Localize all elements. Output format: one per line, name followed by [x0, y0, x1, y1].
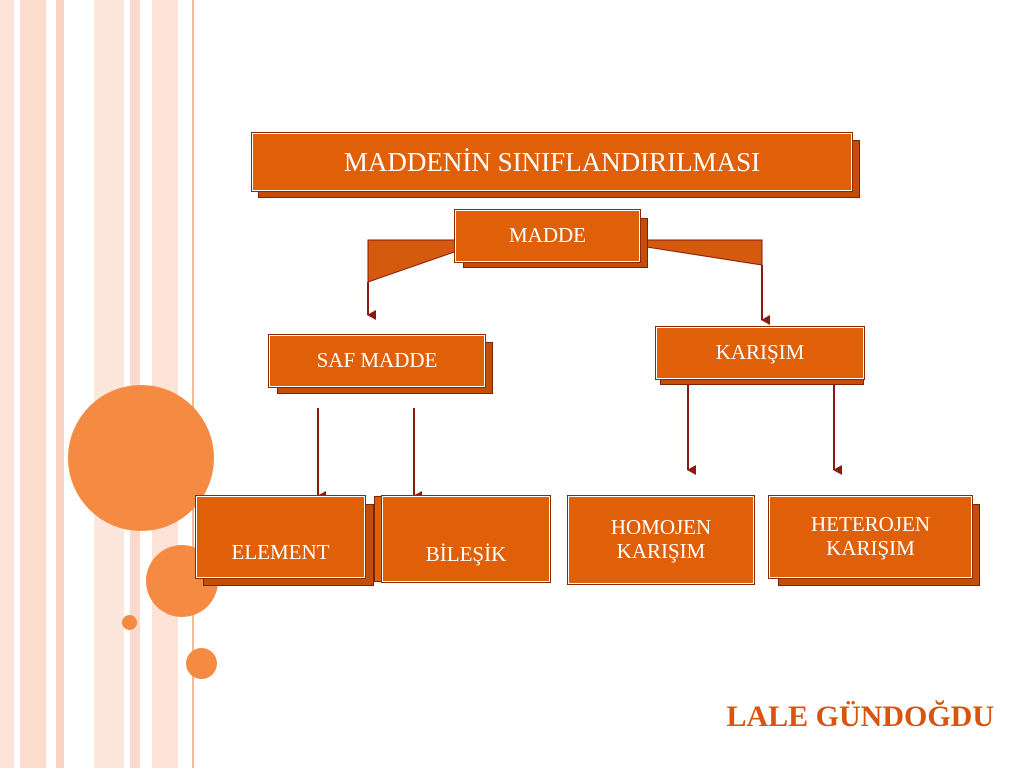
- node-homojen-karisim: HOMOJEN KARIŞIM: [567, 495, 755, 585]
- node-heterojen-karisim: HETEROJEN KARIŞIM: [768, 495, 973, 579]
- connector-root-right: [639, 239, 763, 266]
- connector-root-left: [367, 239, 461, 283]
- decor-stripe-3: [56, 0, 64, 768]
- author-name: LALE GÜNDOĞDU: [726, 700, 994, 733]
- node-element: ELEMENT: [195, 495, 366, 579]
- decor-stripe-4: [94, 0, 124, 768]
- diagram-title-box: MADDENİN SINIFLANDIRILMASI: [251, 132, 853, 192]
- node-saf-madde: SAF MADDE: [268, 334, 486, 388]
- node-karisim: KARIŞIM: [655, 326, 865, 380]
- node-bilesik: BİLEŞİK: [381, 495, 551, 583]
- root-node-madde: MADDE: [454, 209, 641, 263]
- decor-circle-small: [186, 648, 217, 679]
- decor-stripe-7: [192, 0, 194, 768]
- decor-stripe-1: [0, 0, 14, 768]
- decor-stripe-6: [152, 0, 178, 768]
- decor-circle-tiny: [122, 615, 137, 630]
- decor-circle-large: [68, 385, 214, 531]
- decor-stripe-5: [130, 0, 140, 768]
- decor-stripe-2: [20, 0, 46, 768]
